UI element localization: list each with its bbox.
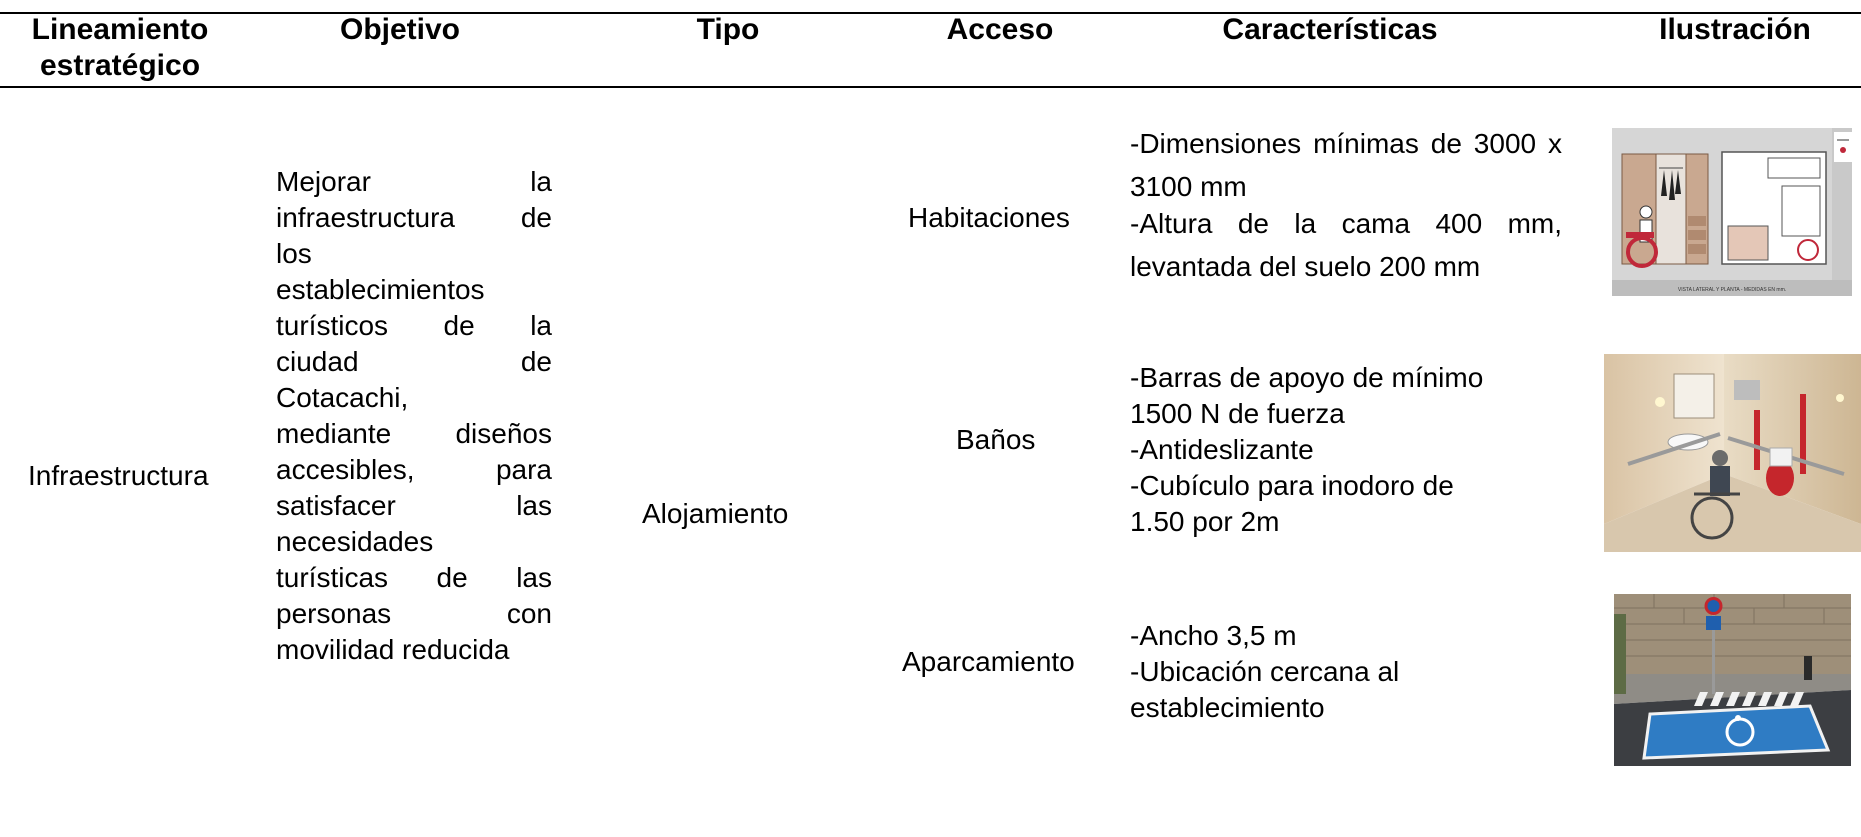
objetivo-line: necesidades xyxy=(276,526,434,557)
illustration-banos xyxy=(1604,354,1861,552)
caracteristica-line: -Cubículo para inodoro de xyxy=(1130,470,1454,501)
parking-render-image xyxy=(1614,594,1851,766)
cell-objetivo: Mejorar la infraestructura de los establ… xyxy=(276,164,552,668)
table-header-rule xyxy=(0,86,1861,88)
caracteristica-line: -Altura de la cama 400 mm, levantada del… xyxy=(1130,208,1562,282)
cell-acceso-habitaciones: Habitaciones xyxy=(908,202,1070,233)
caracteristica-line: -Barras de apoyo de mínimo xyxy=(1130,362,1484,393)
objetivo-line: establecimientos xyxy=(276,274,485,305)
header-acceso: Acceso xyxy=(946,13,1054,46)
objetivo-line: movilidad reducida xyxy=(276,634,510,665)
objetivo-line: turísticas de las xyxy=(276,562,552,593)
objetivo-line: mediante diseños xyxy=(276,418,552,449)
caracteristica-line: -Ancho 3,5 m xyxy=(1130,620,1297,651)
objetivo-line: Mejorar la xyxy=(276,166,552,197)
cell-caracteristicas-habitaciones: -Dimensiones mínimas de 3000 x 3100 mm -… xyxy=(1130,122,1562,288)
caracteristica-line: -Dimensiones mínimas de 3000 x 3100 mm xyxy=(1130,128,1562,202)
caracteristica-line: 1.50 por 2m xyxy=(1130,506,1280,537)
header-objetivo: Objetivo xyxy=(339,13,460,46)
caracteristica-line: establecimiento xyxy=(1130,692,1325,723)
illustration-aparcamiento xyxy=(1614,594,1851,766)
cell-lineamiento: Infraestructura xyxy=(28,460,209,491)
cell-caracteristicas-banos: -Barras de apoyo de mínimo 1500 N de fue… xyxy=(1130,360,1562,540)
header-ilustracion: Ilustración xyxy=(1659,13,1811,46)
room-diagram-image: VISTA LATERAL Y PLANTA - MEDIDAS EN mm. xyxy=(1612,128,1852,296)
objetivo-line: satisfacer las xyxy=(276,490,552,521)
objetivo-line: accesibles, para xyxy=(276,454,552,485)
illustration-caption: VISTA LATERAL Y PLANTA - MEDIDAS EN mm. xyxy=(1678,287,1786,293)
cell-tipo: Alojamiento xyxy=(642,498,789,529)
caracteristica-line: -Antideslizante xyxy=(1130,434,1314,465)
cell-caracteristicas-aparcamiento: -Ancho 3,5 m -Ubicación cercana al estab… xyxy=(1130,618,1562,726)
illustration-habitaciones: VISTA LATERAL Y PLANTA - MEDIDAS EN mm. xyxy=(1612,128,1852,296)
cell-acceso-banos: Baños xyxy=(956,424,1036,455)
caracteristica-line: 1500 N de fuerza xyxy=(1130,398,1345,429)
header-caracteristicas: Características xyxy=(1222,13,1438,46)
header-tipo: Tipo xyxy=(696,13,760,46)
table-top-rule xyxy=(0,12,1861,14)
cell-acceso-aparcamiento: Aparcamiento xyxy=(902,646,1075,677)
objetivo-line: ciudad de xyxy=(276,346,552,377)
objetivo-line: Cotacachi, xyxy=(276,382,409,413)
header-lineamiento: Lineamiento estratégico xyxy=(31,13,209,82)
bathroom-render-image xyxy=(1604,354,1861,552)
objetivo-line: personas con xyxy=(276,598,552,629)
objetivo-line: turísticos de la xyxy=(276,310,552,341)
objetivo-line: infraestructura de xyxy=(276,202,552,233)
objetivo-line: los xyxy=(276,238,312,269)
caracteristica-line: -Ubicación cercana al xyxy=(1130,656,1400,687)
